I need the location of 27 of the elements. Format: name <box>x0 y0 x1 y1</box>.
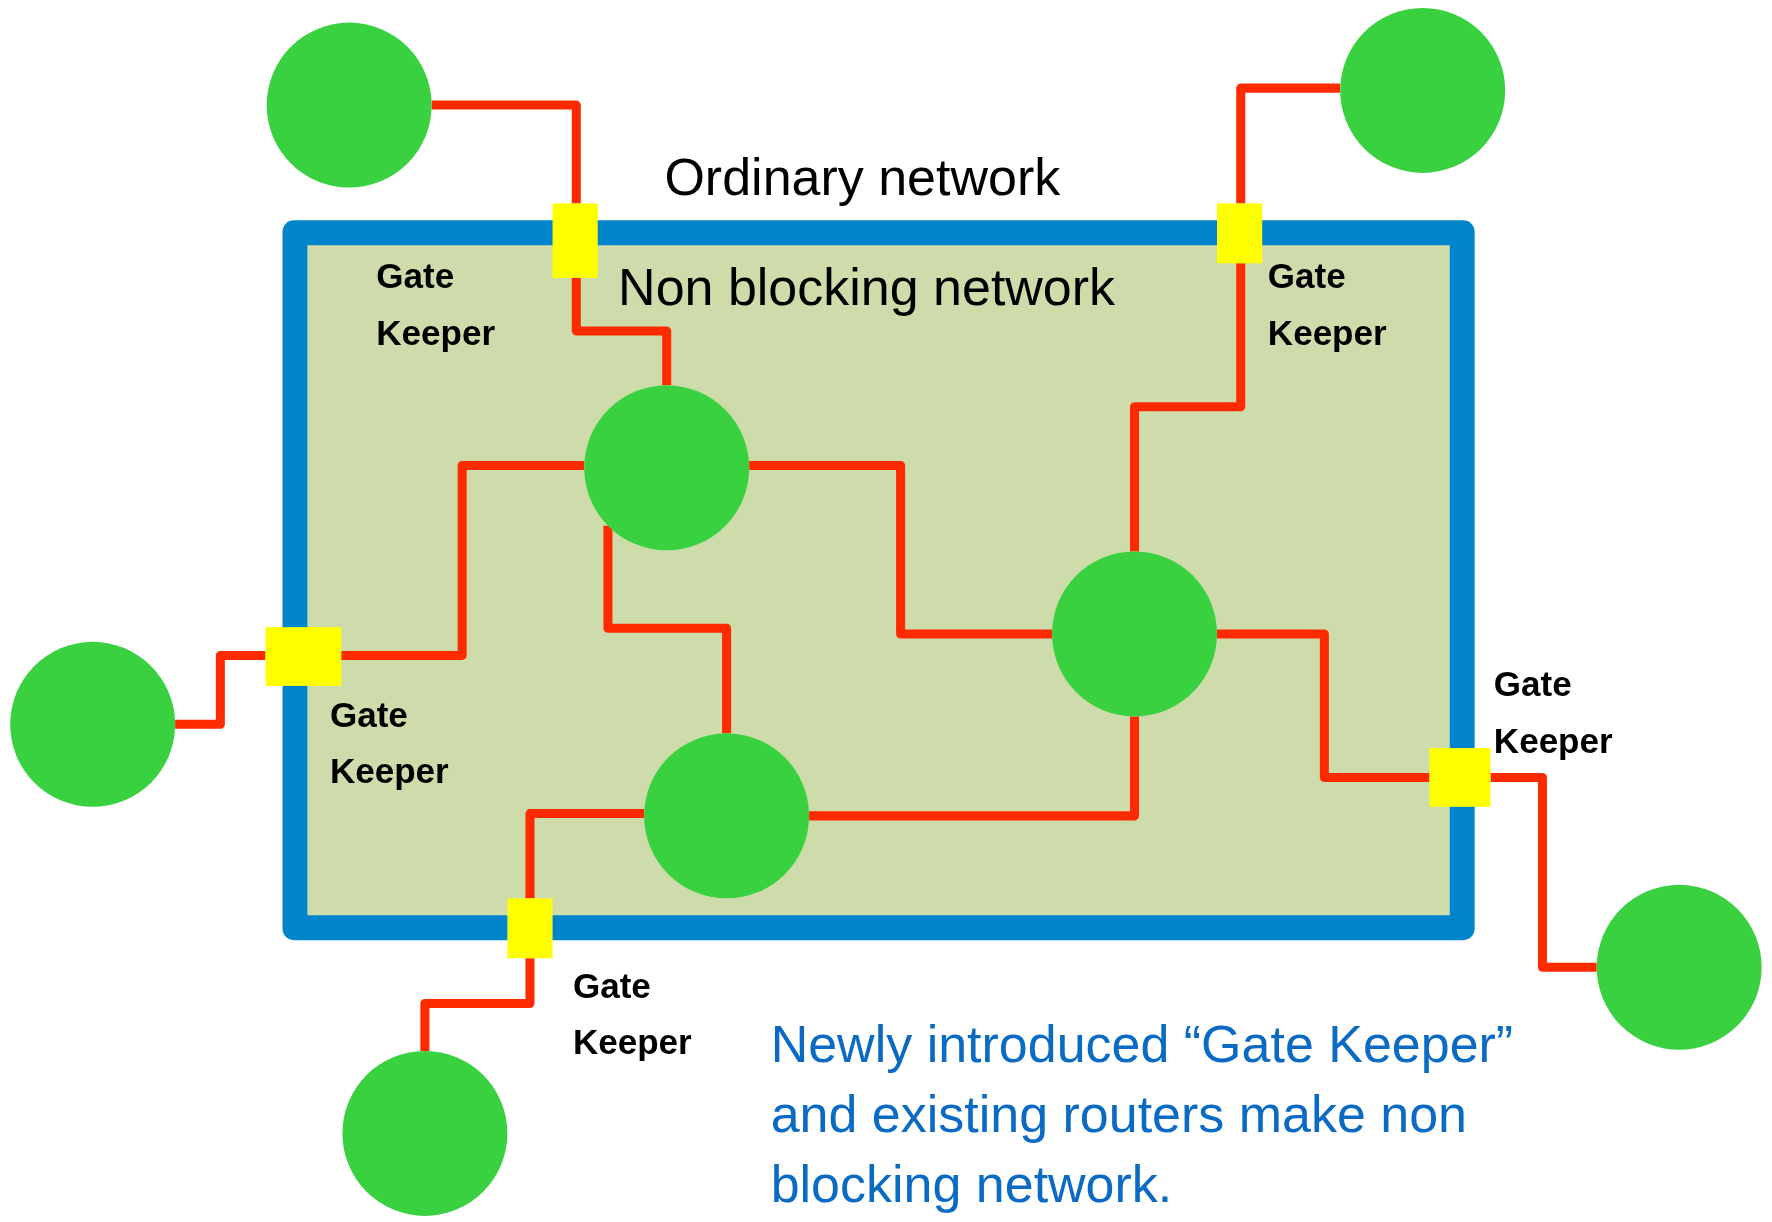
note-text: Newly introduced “Gate Keeper” and existing routers make non blocking network. <box>770 1013 1515 1216</box>
connection-line <box>431 100 581 204</box>
gatekeeper-square <box>552 203 598 278</box>
gatekeeper-label: Gate Keeper <box>1267 255 1388 355</box>
connection-line <box>420 958 535 1051</box>
connection-line <box>1490 772 1597 972</box>
gatekeeper-square <box>507 898 553 959</box>
gatekeeper-label: Gate Keeper <box>329 693 450 793</box>
connection-line <box>749 461 1053 639</box>
gatekeeper-label: Gate Keeper <box>572 965 693 1065</box>
gatekeeper-square <box>1217 203 1263 264</box>
connection-line <box>809 716 1140 821</box>
connection-line <box>175 650 266 729</box>
connection-line <box>341 461 585 660</box>
gatekeeper-label: Gate Keeper <box>376 255 497 355</box>
connection-line <box>1236 83 1341 204</box>
network-label: Ordinary network <box>664 147 1061 208</box>
gatekeeper-square <box>265 627 342 686</box>
network-title: Non blocking network <box>618 256 1116 318</box>
gatekeeper-label: Gate Keeper <box>1493 663 1614 763</box>
connection-line <box>1217 629 1430 782</box>
connection-line <box>1130 263 1246 552</box>
network-area <box>282 220 1475 941</box>
connection-line <box>571 278 672 386</box>
connection-line <box>525 809 645 899</box>
connection-line <box>603 525 732 734</box>
gatekeeper-square <box>1429 748 1491 807</box>
